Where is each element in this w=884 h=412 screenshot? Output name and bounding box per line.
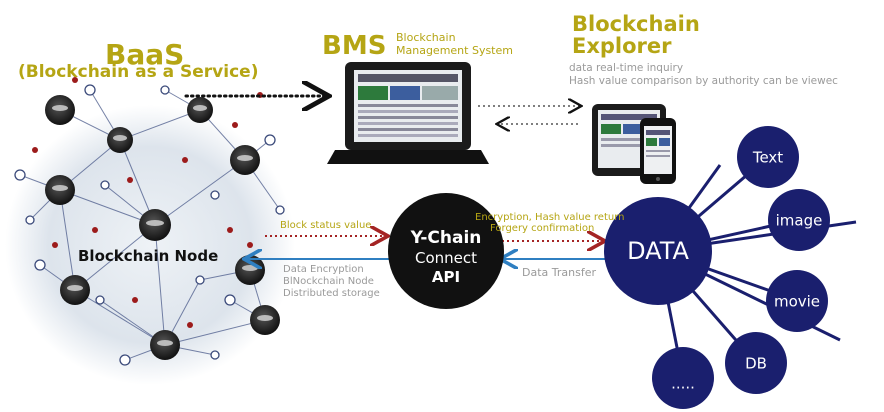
bms-title: BMS (322, 31, 387, 61)
ychain-connect-api-circle (388, 193, 504, 309)
encryption-label-line2: Forgery confirmation (490, 223, 595, 234)
blockchain-disk-icons (45, 95, 280, 360)
blockchain-network-sphere (5, 77, 295, 385)
data-hub-label: DATA (627, 237, 689, 265)
ychain-title: Y-Chain (410, 228, 482, 248)
baas-title: BaaS (105, 38, 185, 71)
explorer-title-line1: Blockchain (572, 12, 700, 36)
explorer-devices-icon (592, 104, 676, 184)
bms-subtitle-line2: Management System (396, 44, 513, 57)
block-status-label: Block status value (280, 220, 372, 231)
data-item-label: DB (745, 355, 767, 373)
storage-label-line2: BlNockchain Node (283, 276, 374, 287)
encryption-label-line1: Encryption, Hash value return (475, 212, 625, 223)
data-item-text-circle (737, 126, 799, 188)
data-item-db-circle (725, 332, 787, 394)
data-item-label: movie (774, 293, 820, 311)
blockchain-node-label: Blockchain Node (78, 247, 219, 265)
data-hub-circle (604, 197, 712, 305)
baas-subtitle: (Blockchain as a Service) (18, 62, 259, 82)
data-item-label: Text (752, 149, 783, 167)
bms-laptop-icon (327, 62, 489, 164)
bms-subtitle-line1: Blockchain (396, 31, 456, 44)
data-item-movie-circle (766, 270, 828, 332)
explorer-title-line2: Explorer (572, 34, 672, 58)
storage-label-line3: Distributed storage (283, 288, 380, 299)
storage-label-line1: Data Encryption (283, 264, 364, 275)
ychain-connect: Connect (414, 249, 478, 267)
data-transfer-label: Data Transfer (522, 266, 596, 279)
explorer-desc-line2: Hash value comparison by authority can b… (569, 75, 838, 87)
data-item-label: image (776, 212, 823, 230)
ychain-api: API (431, 268, 461, 286)
data-item-more-circle (652, 347, 714, 409)
data-item-label: ..... (671, 375, 695, 393)
data-item-image-circle (768, 189, 830, 251)
explorer-desc-line1: data real-time inquiry (569, 62, 684, 74)
